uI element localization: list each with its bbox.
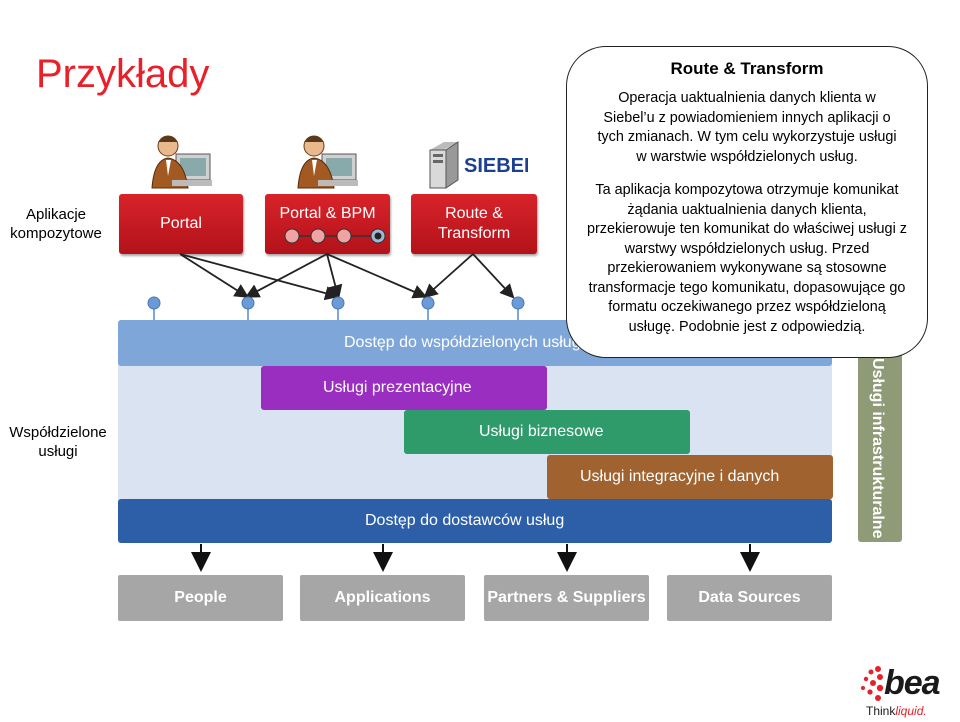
bea-tagline-think: Think <box>866 704 896 718</box>
app-route-transform[interactable]: Route & Transform <box>411 194 537 254</box>
consumer-applications[interactable]: Applications <box>300 575 465 621</box>
consumer-arrows <box>191 544 760 572</box>
consumer-people[interactable]: People <box>118 575 283 621</box>
route-transform-callout: Route & Transform Operacja uaktualnienia… <box>566 46 928 358</box>
layer-business[interactable]: Usługi biznesowe <box>404 410 690 454</box>
app-portal[interactable]: Portal <box>119 194 243 254</box>
siebel-logo-text: SIEBEL <box>464 155 528 177</box>
consumer-data-sources[interactable]: Data Sources <box>667 575 832 621</box>
connector-arrows <box>147 253 525 322</box>
consumer-partners-suppliers[interactable]: Partners & Suppliers <box>484 575 649 621</box>
bea-dots-icon <box>861 666 884 701</box>
callout-paragraph-2: Ta aplikacja kompozytowa otrzymuje komun… <box>587 182 907 335</box>
app-portal-bpm-label: Portal & BPM <box>279 205 376 222</box>
app-portal-bpm[interactable]: Portal & BPM <box>265 194 390 254</box>
bea-tagline-liquid: liquid. <box>895 704 927 718</box>
layer-infrastructure-label: Usługi infrastrukturalne <box>869 357 886 538</box>
layer-infrastructure[interactable]: Usługi infrastrukturalne <box>858 322 902 542</box>
row-label-shared: Współdzielone usługi <box>9 424 107 460</box>
callout-paragraph-1: Operacja uaktualnienia danych klienta w … <box>597 90 897 165</box>
user-at-computer-icon <box>151 135 212 189</box>
row-label-composite: Aplikacje kompozytowe <box>10 206 102 242</box>
layer-presentation[interactable]: Usługi prezentacyjne <box>261 366 547 410</box>
user-at-computer-icon <box>297 135 358 189</box>
callout-title: Route & Transform <box>670 59 824 78</box>
page-title: Przykłady <box>36 52 210 96</box>
layer-integration[interactable]: Usługi integracyjne i danych <box>547 455 833 499</box>
bpm-process-flow-icon <box>284 228 386 244</box>
bea-tagline: Thinkliquid. <box>866 704 927 718</box>
layer-provider-access[interactable]: Dostęp do dostawców usług <box>118 499 832 543</box>
bea-wordmark: bea <box>884 664 941 702</box>
bea-logo: bea Thinkliquid. <box>858 664 954 720</box>
siebel-server-icon: SIEBEL <box>429 141 528 189</box>
